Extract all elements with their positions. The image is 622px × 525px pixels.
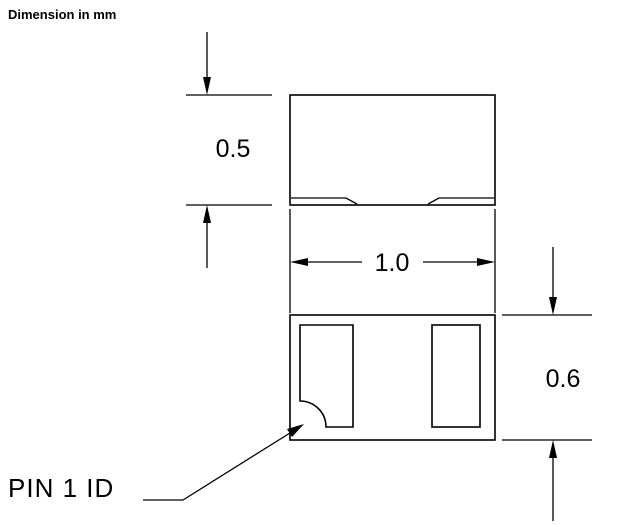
- bottom-height-label: 0.6: [546, 365, 581, 393]
- pin1-label: PIN 1 ID: [8, 473, 114, 503]
- side-view-outline: [289, 94, 496, 206]
- arrow-up-icon: [203, 205, 211, 223]
- width-dimension: 1.0: [289, 209, 496, 313]
- height-dimension-side-view: 0.5: [186, 32, 272, 268]
- arrow-down-icon: [549, 297, 557, 315]
- pin1-leader-line: [143, 432, 291, 501]
- arrow-down-icon: [203, 77, 211, 95]
- side-view-terminal-right: [427, 197, 494, 205]
- pin1-callout: PIN 1 ID: [8, 424, 304, 503]
- bottom-view: [289, 314, 496, 441]
- pad-right: [431, 324, 481, 428]
- height-dimension-bottom-view: 0.6: [502, 247, 592, 521]
- side-view-terminal-left: [291, 197, 358, 205]
- width-label: 1.0: [375, 249, 410, 277]
- side-height-label: 0.5: [216, 135, 251, 163]
- arrow-right-icon: [477, 258, 495, 266]
- arrow-up-icon: [549, 440, 557, 458]
- pin1-arrow-icon: [287, 424, 304, 437]
- side-view: [289, 94, 496, 206]
- units-note: Dimension in mm: [8, 7, 116, 22]
- pad-left-pin1: [299, 324, 354, 428]
- arrow-left-icon: [290, 258, 308, 266]
- bottom-view-outline: [289, 314, 496, 441]
